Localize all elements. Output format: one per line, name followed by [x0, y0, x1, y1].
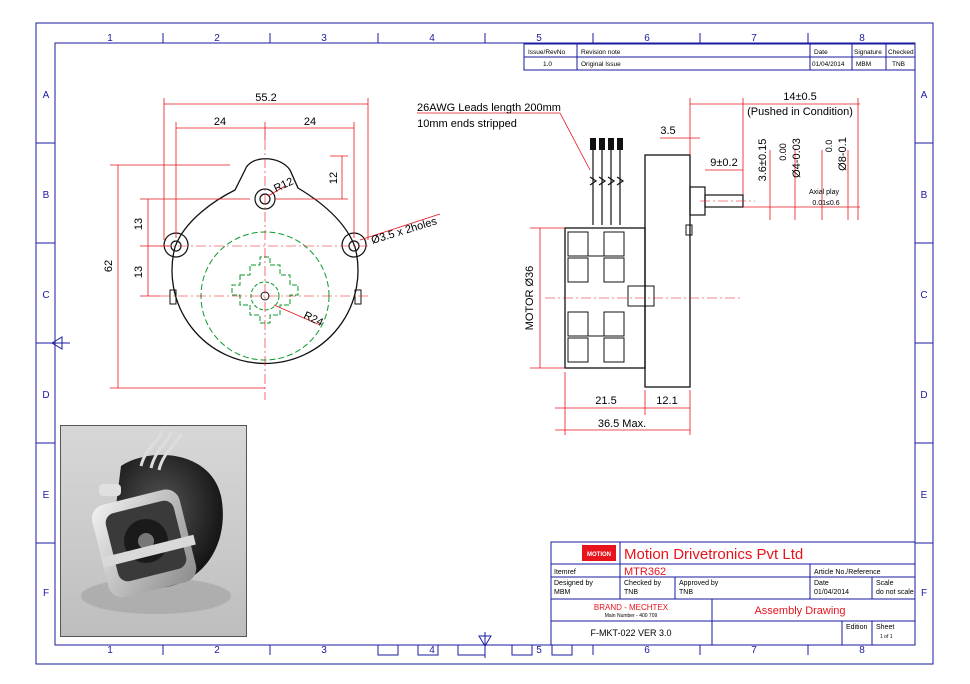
motor-body-outline — [171, 158, 359, 364]
sheet-value: 1 of 1 — [880, 634, 893, 640]
dim-pushed-condition: (Pushed in Condition) — [747, 106, 853, 118]
rev-note-value: Original Issue — [581, 61, 621, 68]
row-label-left-c: C — [42, 290, 49, 301]
col-label-bottom-3: 3 — [321, 645, 327, 656]
dim-3-5: 3.5 — [660, 125, 675, 137]
row-label-right-c: C — [920, 290, 927, 301]
dim-12: 12 — [328, 172, 340, 184]
row-label-left-f: F — [43, 588, 49, 599]
form-number: F-MKT-022 VER 3.0 — [590, 628, 671, 638]
rev-header-date: Date — [814, 49, 828, 56]
company-logo — [582, 545, 616, 561]
leads-note-line2: 10mm ends stripped — [417, 118, 517, 130]
row-label-left-b: B — [43, 190, 50, 201]
col-label-bottom-4: 4 — [429, 645, 435, 656]
col-label-top-1: 1 — [107, 33, 113, 44]
side-view: 26AWG Leads length 200mm 10mm ends strip… — [417, 91, 860, 435]
scale-value: do not scale — [876, 589, 914, 596]
leads-note-line1: 26AWG Leads length 200mm — [417, 102, 561, 114]
centering-mark-left-icon — [45, 336, 70, 350]
designed-label: Designed by — [554, 580, 593, 587]
dim-right-24: 24 — [304, 116, 316, 128]
edition-label: Edition — [846, 624, 868, 631]
dim-13-top: 13 — [133, 218, 145, 230]
motor-diameter: MOTOR Ø36 — [524, 266, 536, 331]
designed-value: MBM — [554, 589, 571, 596]
gearbox-housing — [644, 154, 691, 388]
rev-header-checked: Checked — [888, 49, 914, 56]
rev-date-value: 01/04/2014 — [812, 61, 845, 68]
dim-21-5: 21.5 — [595, 395, 616, 407]
col-label-bottom-6: 6 — [644, 645, 650, 656]
col-label-bottom-7: 7 — [751, 645, 757, 656]
front-view: 55.2 24 24 12 R12 Ø3.5 x 2holes 13 13 62… — [103, 92, 441, 400]
approved-value: TNB — [679, 589, 693, 596]
dim-3-6: 3.6±0.15 — [757, 139, 769, 182]
col-label-top-6: 6 — [644, 33, 650, 44]
sheet-label: Sheet — [876, 624, 894, 631]
title-block: MOTION Motion Drivetronics Pvt Ltd Itemr… — [550, 541, 916, 646]
logo-text: MOTION — [587, 552, 611, 558]
col-label-top-5: 5 — [536, 33, 542, 44]
dim-d8: Ø8-0.1 — [837, 137, 849, 171]
company-name: Motion Drivetronics Pvt Ltd — [624, 546, 803, 563]
dim-13-bottom: 13 — [133, 266, 145, 278]
centering-mark-bottom-icon — [478, 632, 492, 658]
axial-play-value: 0.01≤0.6 — [812, 200, 839, 207]
itemref-label: Itemref — [554, 569, 576, 576]
dim-r12: R12 — [272, 176, 295, 195]
revision-table: Issue/RevNo Revision note Date Signature… — [523, 43, 916, 71]
dim-d4: Ø4-0.03 — [791, 138, 803, 178]
col-label-bottom-5: 5 — [536, 645, 542, 656]
checked-value: TNB — [624, 589, 638, 596]
row-label-right-e: E — [921, 490, 928, 501]
dim-d4-tol: 0.00 — [778, 143, 788, 161]
row-label-right-b: B — [921, 190, 928, 201]
gear-hidden-outline — [231, 256, 299, 324]
col-label-top-7: 7 — [751, 33, 757, 44]
checked-label: Checked by — [624, 580, 661, 587]
dim-62: 62 — [103, 260, 115, 272]
row-label-left-d: D — [42, 390, 49, 401]
rev-checked-value: TNB — [892, 61, 905, 68]
row-label-right-d: D — [920, 390, 927, 401]
dim-holes: Ø3.5 x 2holes — [370, 215, 439, 246]
dim-36-5: 36.5 Max. — [598, 418, 646, 430]
dim-left-24: 24 — [214, 116, 226, 128]
date-value: 01/04/2014 — [814, 589, 849, 596]
col-label-top-3: 3 — [321, 33, 327, 44]
dim-12-1: 12.1 — [656, 395, 677, 407]
col-label-top-4: 4 — [429, 33, 435, 44]
article-label: Article No./Reference — [814, 569, 881, 576]
col-label-bottom-1: 1 — [107, 645, 113, 656]
col-label-bottom-2: 2 — [214, 645, 220, 656]
brand-name: BRAND - MECHTEX — [594, 603, 669, 612]
brand-subtitle: Main Number - 400 709 — [605, 613, 658, 619]
product-photo — [60, 425, 247, 637]
rev-header-note: Revision note — [581, 49, 621, 56]
dim-14: 14±0.5 — [783, 91, 817, 103]
rev-header-issue: Issue/RevNo — [528, 49, 566, 56]
scale-label: Scale — [876, 580, 894, 587]
row-label-right-a: A — [921, 90, 928, 101]
row-label-left-a: A — [43, 90, 50, 101]
rev-issue-value: 1.0 — [543, 61, 552, 68]
lead-wires — [589, 150, 625, 225]
row-label-left-e: E — [43, 490, 50, 501]
col-label-top-2: 2 — [214, 33, 220, 44]
itemref-value: MTR362 — [624, 566, 666, 578]
row-label-right-f: F — [921, 588, 927, 599]
axial-play-label: Axial play — [809, 189, 839, 196]
rev-header-signature: Signature — [854, 49, 882, 56]
col-label-bottom-8: 8 — [859, 645, 865, 656]
approved-label: Approved by — [679, 580, 719, 587]
date-label: Date — [814, 580, 829, 587]
dim-overall-width: 55.2 — [255, 92, 276, 104]
dim-d8-tol: 0.0 — [824, 140, 834, 153]
col-label-top-8: 8 — [859, 33, 865, 44]
drawing-type: Assembly Drawing — [754, 605, 845, 617]
dim-9: 9±0.2 — [710, 157, 737, 169]
rev-signature-value: MBM — [856, 61, 871, 68]
